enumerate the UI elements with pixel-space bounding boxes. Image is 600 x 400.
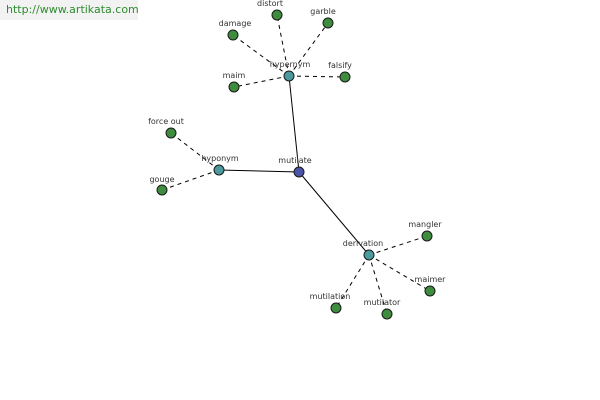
- edge-derivation-maimer: [368, 254, 431, 292]
- node-label-force-out: force out: [148, 117, 184, 126]
- node-gouge[interactable]: [156, 184, 168, 196]
- node-maimer[interactable]: [424, 285, 436, 297]
- node-label-mutilate: mutilate: [278, 156, 311, 165]
- edge-hypernym-falsify: [288, 75, 346, 78]
- node-mutilate[interactable]: [293, 166, 305, 178]
- node-label-hypernym: hypernym: [270, 60, 311, 69]
- node-label-mutilation: mutilation: [310, 292, 351, 301]
- node-label-maimer: maimer: [415, 275, 447, 284]
- node-label-mutilator: mutilator: [364, 298, 401, 307]
- node-mangler[interactable]: [421, 230, 433, 242]
- node-label-distort: distort: [257, 0, 283, 8]
- watermark-url: http://www.artikata.com: [0, 0, 139, 20]
- node-hypernym[interactable]: [283, 70, 295, 82]
- node-damage[interactable]: [227, 29, 239, 41]
- edge-hypernym-distort: [276, 14, 290, 77]
- graph-edges: [161, 14, 431, 315]
- node-distort[interactable]: [271, 9, 283, 21]
- edge-hyponym-force_out: [170, 132, 220, 171]
- edge-derivation-mutilation: [335, 254, 370, 309]
- node-falsify[interactable]: [339, 71, 351, 83]
- node-mutilator[interactable]: [381, 308, 393, 320]
- node-maim[interactable]: [228, 81, 240, 93]
- edge-derivation-mutilator: [368, 254, 388, 315]
- edge-hyponym-gouge: [161, 169, 220, 191]
- node-force-out[interactable]: [165, 127, 177, 139]
- node-label-mangler: mangler: [408, 220, 442, 229]
- edge-derivation-mangler: [368, 235, 428, 256]
- node-hyponym[interactable]: [213, 164, 225, 176]
- node-label-derivation: derivation: [343, 239, 383, 248]
- graph-nodes: mutilate hypernym hyponym derivation distort…: [148, 0, 447, 320]
- edge-mutilate-hypernym: [288, 75, 300, 173]
- node-derivation[interactable]: [363, 249, 375, 261]
- edge-mutilate-hyponym: [218, 169, 300, 173]
- edge-hypernym-garble: [288, 22, 329, 77]
- node-garble[interactable]: [322, 17, 334, 29]
- node-label-maim: maim: [223, 71, 246, 80]
- node-label-falsify: falsify: [328, 61, 352, 70]
- node-label-damage: damage: [219, 19, 252, 28]
- edge-hypernym-maim: [233, 75, 290, 88]
- edge-mutilate-derivation: [298, 171, 370, 256]
- node-label-hyponym: hyponym: [201, 154, 239, 163]
- node-label-garble: garble: [310, 7, 336, 16]
- node-label-gouge: gouge: [149, 175, 174, 184]
- node-mutilation[interactable]: [330, 302, 342, 314]
- edge-hypernym-damage: [232, 34, 290, 77]
